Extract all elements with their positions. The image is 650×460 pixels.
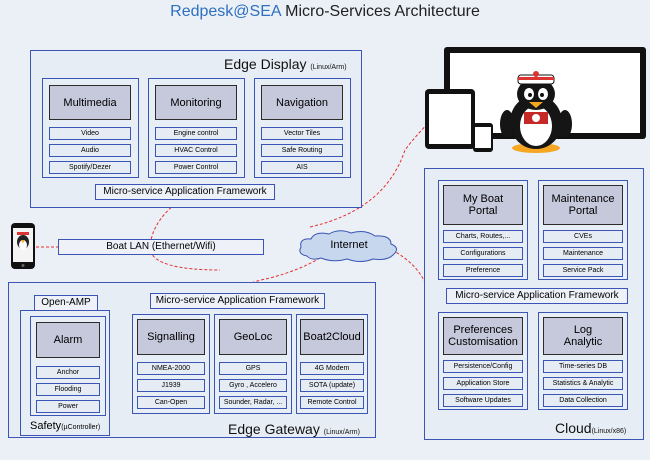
edge-gateway-label: Edge Gateway (Linux/Arm) xyxy=(228,421,360,437)
module-item: Anchor xyxy=(36,366,100,379)
module-item: GPS xyxy=(219,362,287,375)
cloud-framework: Micro-service Application Framework xyxy=(446,288,628,304)
module-header: Log Analytic xyxy=(543,317,623,355)
title-rest: Micro-Services Architecture xyxy=(280,3,480,20)
module-item: AIS xyxy=(261,161,343,174)
cloud-os: (Linux/x86) xyxy=(591,428,627,435)
module-item: Gyro , Accelero xyxy=(219,379,287,392)
cloud-label: Cloud(Linux/x86) xyxy=(555,420,626,436)
module-item: Persistence/Config xyxy=(443,360,523,373)
edge-gateway-framework: Micro-service Application Framework xyxy=(150,293,325,309)
module-header: Multimedia xyxy=(49,85,131,120)
edge-gateway-os: (Linux/Arm) xyxy=(323,429,360,436)
module-header: Signalling xyxy=(137,319,205,355)
open-amp-box: Open-AMP xyxy=(34,295,98,311)
diagram-title: Redpesk@SEA Micro-Services Architecture xyxy=(0,3,650,21)
title-brand: Redpesk@SEA xyxy=(170,3,281,20)
module-header: Monitoring xyxy=(155,85,237,120)
module-item: Time-series DB xyxy=(543,360,623,373)
module-header: Maintenance Portal xyxy=(543,185,623,225)
module-item: Charts, Routes,... xyxy=(443,230,523,243)
monitor-icon xyxy=(444,47,646,139)
module-item: Service Pack xyxy=(543,264,623,277)
module-header: Preferences Customisation xyxy=(443,317,523,355)
edge-display-title: Edge Display xyxy=(224,56,307,72)
lan-link-icon xyxy=(36,246,62,248)
safety-label: Safety(µController) xyxy=(30,420,100,432)
module-item: Video xyxy=(49,127,131,140)
module-item: Safe Routing xyxy=(261,144,343,157)
safety-controller: (µController) xyxy=(61,424,101,431)
module-header: Boat2Cloud xyxy=(300,319,364,355)
edge-gateway-title: Edge Gateway xyxy=(228,421,320,437)
internet-cloud-icon xyxy=(299,230,397,262)
module-item: Maintenance xyxy=(543,247,623,260)
phone-icon xyxy=(473,123,493,152)
module-item: NMEA-2000 xyxy=(137,362,205,375)
module-item: Configurations xyxy=(443,247,523,260)
module-item: Preference xyxy=(443,264,523,277)
module-item: Application Store xyxy=(443,377,523,390)
boat-lan-bar: Boat LAN (Ethernet/Wifi) xyxy=(58,239,264,255)
link-display-gateway xyxy=(149,203,221,271)
module-header: GeoLoc xyxy=(219,319,287,355)
edge-display-label: Edge Display (Linux/Arm) xyxy=(224,56,347,72)
edge-display-framework: Micro-service Application Framework xyxy=(95,184,275,200)
module-item: Can-Open xyxy=(137,396,205,409)
module-item: Remote Control xyxy=(300,396,364,409)
tablet-icon xyxy=(425,89,475,149)
module-item: Audio xyxy=(49,144,131,157)
module-item: Power xyxy=(36,400,100,413)
cloud-title: Cloud xyxy=(555,420,592,436)
module-item: HVAC Control xyxy=(155,144,237,157)
module-item: Flooding xyxy=(36,383,100,396)
module-item: 4G Modem xyxy=(300,362,364,375)
edge-display-os: (Linux/Arm) xyxy=(310,64,347,71)
smartphone-icon xyxy=(11,223,35,269)
module-item: Sounder, Radar, ... xyxy=(219,396,287,409)
module-header: My Boat Portal xyxy=(443,185,523,225)
module-item: J1939 xyxy=(137,379,205,392)
module-item: Vector Tiles xyxy=(261,127,343,140)
module-item: Software Updates xyxy=(443,394,523,407)
penguin-mascot-icon xyxy=(500,71,572,153)
module-item: Spotify/Dezer xyxy=(49,161,131,174)
safety-title: Safety xyxy=(30,420,62,432)
module-item: Power Control xyxy=(155,161,237,174)
module-item: Data Collection xyxy=(543,394,623,407)
module-header: Alarm xyxy=(36,322,100,358)
module-item: SOTA (update) xyxy=(300,379,364,392)
module-header: Navigation xyxy=(261,85,343,120)
module-item: Statistics & Analytic xyxy=(543,377,623,390)
internet-label: Internet xyxy=(330,239,368,251)
devices-illustration xyxy=(425,47,646,152)
module-item: Engine control xyxy=(155,127,237,140)
module-item: CVEs xyxy=(543,230,623,243)
